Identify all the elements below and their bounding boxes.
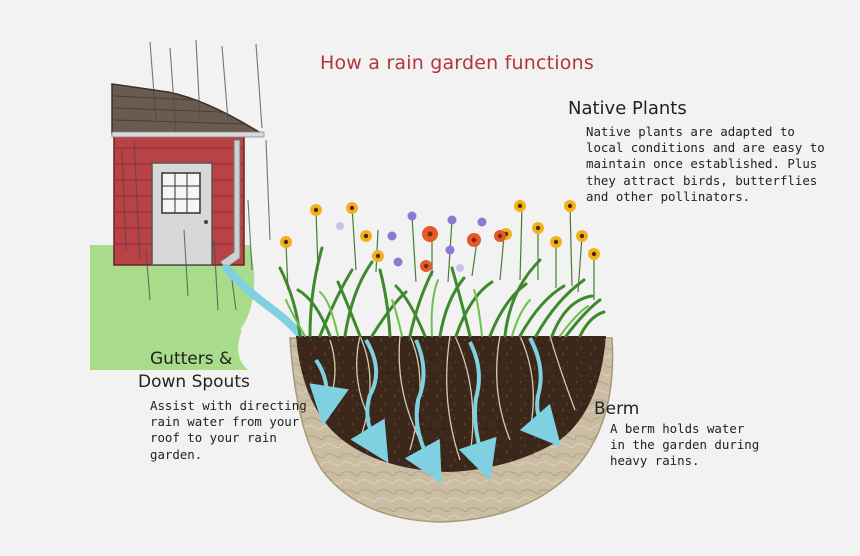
description-line: Native plants are adapted to <box>586 124 795 139</box>
description-line: A berm holds water <box>610 421 745 436</box>
description-line: and other pollinators. <box>586 188 751 204</box>
berm-heading: Berm <box>594 399 640 419</box>
water-arrow <box>519 337 562 448</box>
heading-line: Down Spouts <box>138 372 250 392</box>
infiltration-arrows <box>309 337 562 484</box>
native-plants-heading: Native Plants <box>568 98 687 119</box>
berm-description: A berm holds water in the garden during … <box>610 421 759 470</box>
description-line: they attract birds, butterflies <box>586 172 818 188</box>
gutters-heading: Gutters & Down Spouts <box>138 348 250 394</box>
house <box>111 83 265 269</box>
description-line: in the garden during <box>610 437 760 453</box>
description-line: Assist with directing <box>150 398 307 413</box>
native-plants <box>278 200 606 338</box>
water-arrow <box>404 339 442 484</box>
description-line: maintain once established. Plus <box>586 156 818 172</box>
lawn-edge <box>90 330 248 370</box>
description-line: garden. <box>150 446 203 462</box>
description-line: heavy rains. <box>610 453 700 469</box>
heading-line: Gutters & <box>150 349 233 369</box>
door-knob <box>204 220 208 224</box>
description-line: rain water from your <box>150 414 300 430</box>
gutter <box>111 131 265 138</box>
water-arrow <box>309 358 349 426</box>
flowers <box>280 200 600 272</box>
rain <box>121 39 271 311</box>
description-line: roof to your rain <box>150 430 277 446</box>
door-window <box>161 172 201 214</box>
diagram-title: How a rain garden functions <box>320 52 594 74</box>
gutters-description: Assist with directing rain water from yo… <box>150 398 307 463</box>
water-arrow <box>458 341 497 481</box>
native-plants-description: Native plants are adapted to local condi… <box>586 124 825 205</box>
water-arrow <box>350 338 389 464</box>
description-line: local conditions and are easy to <box>586 140 825 156</box>
